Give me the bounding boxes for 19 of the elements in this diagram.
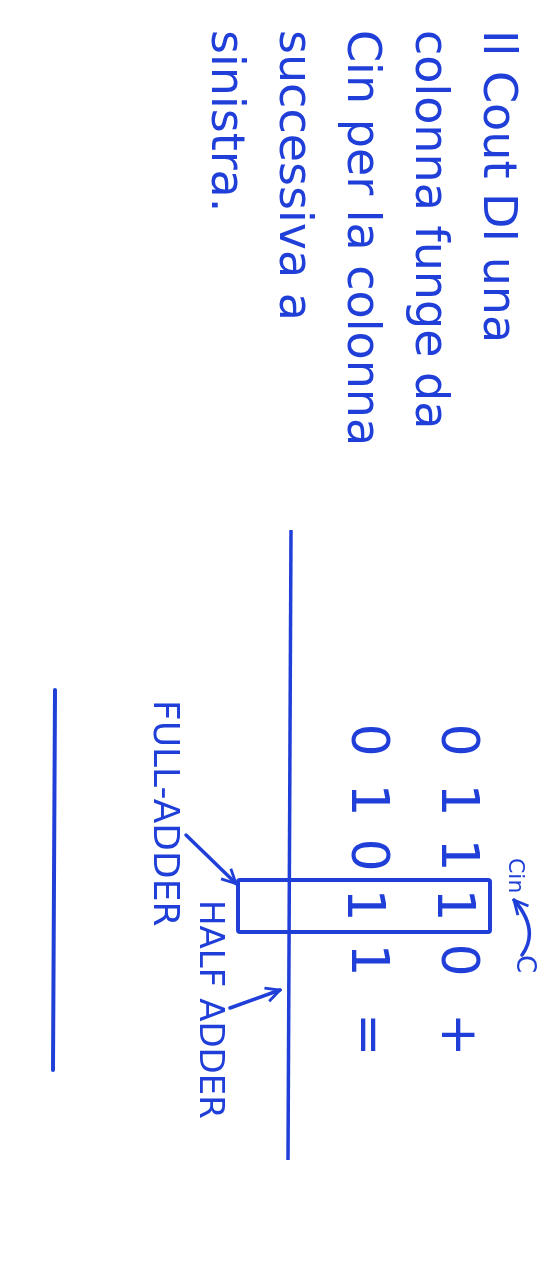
digit: 1 bbox=[340, 888, 392, 922]
annotation-label: Cin bbox=[503, 858, 528, 894]
digit: 1 bbox=[430, 888, 482, 922]
digit: 1 bbox=[434, 783, 486, 817]
highlight-box bbox=[236, 878, 492, 934]
digit: 0 bbox=[344, 723, 396, 757]
digit: 0 bbox=[434, 723, 486, 757]
note-text: Il Cout DI una colonna funge da Cin per la colonna successiva a sinistra. bbox=[194, 30, 534, 500]
digit: 1 bbox=[344, 783, 396, 817]
annotation-label: HALF ADDER bbox=[192, 900, 230, 1119]
digit: 0 bbox=[434, 943, 486, 977]
arrow bbox=[512, 898, 532, 957]
arrow bbox=[228, 986, 282, 1010]
digit: 1 bbox=[434, 838, 486, 872]
arrow bbox=[184, 833, 238, 886]
digit: 0 bbox=[344, 838, 396, 872]
digit: 1 bbox=[344, 943, 396, 977]
annotation-label: C bbox=[511, 955, 540, 974]
annotation-label: FULL-ADDER bbox=[146, 700, 186, 927]
